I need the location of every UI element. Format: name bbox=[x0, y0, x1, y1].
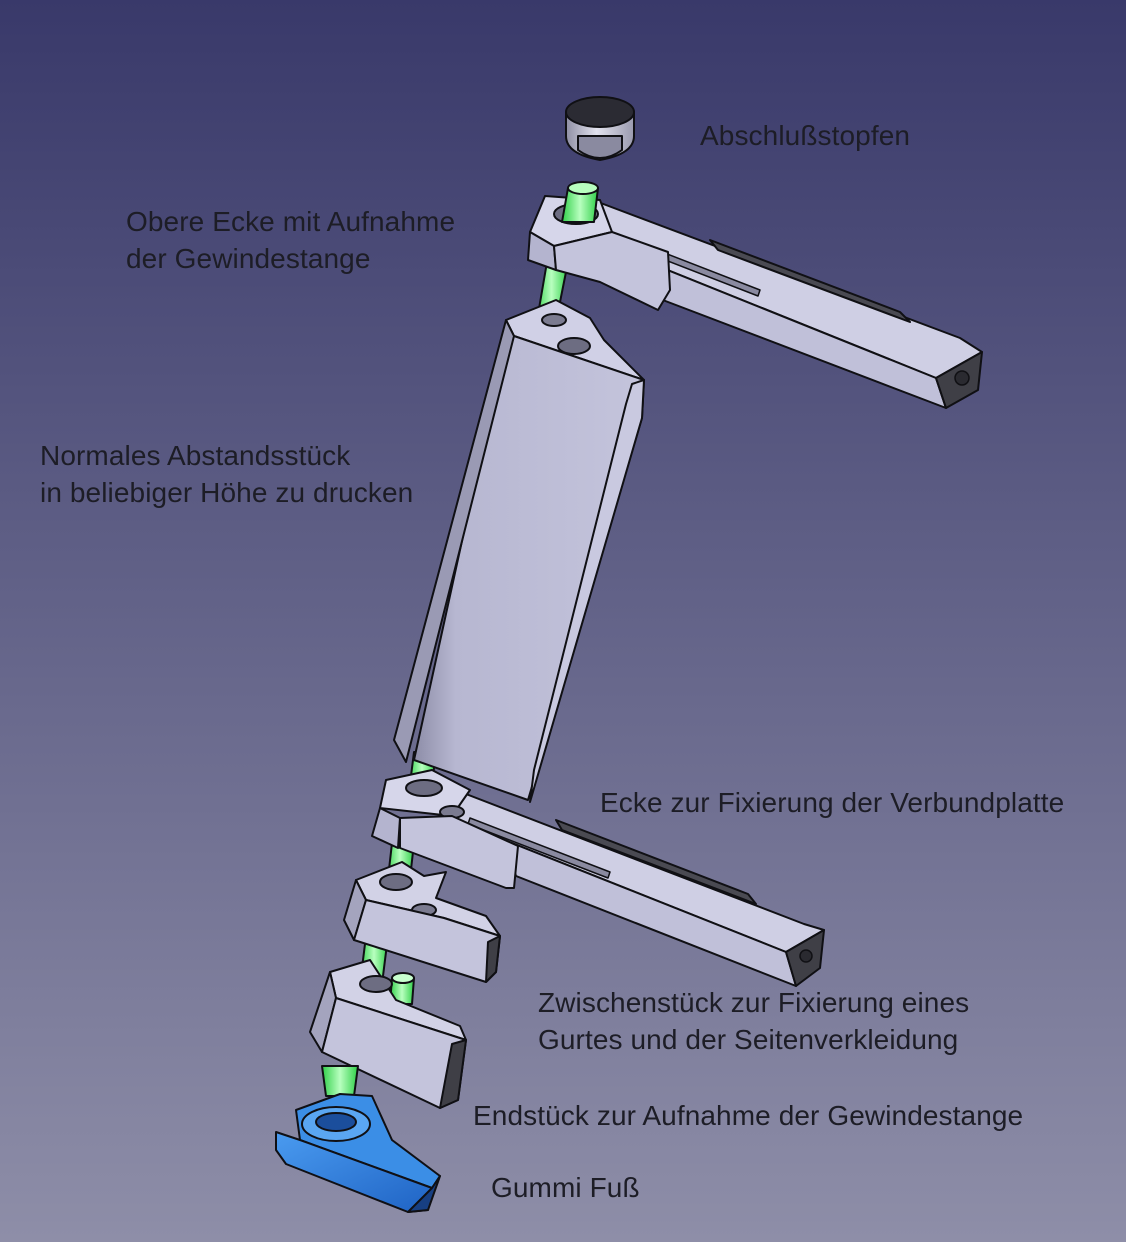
label-top-corner: Obere Ecke mit Aufnahme der Gewindestang… bbox=[126, 203, 455, 277]
label-rubber-foot-text: Gummi Fuß bbox=[491, 1172, 640, 1203]
label-intermediate-line-1: Zwischenstück zur Fixierung eines bbox=[538, 987, 970, 1018]
label-intermediate: Zwischenstück zur Fixierung eines Gurtes… bbox=[538, 984, 969, 1058]
end-piece bbox=[309, 959, 467, 1109]
label-end-piece-text: Endstück zur Aufnahme der Gewindestange bbox=[473, 1100, 1024, 1131]
end-cap bbox=[565, 96, 635, 161]
corner-piece bbox=[371, 769, 825, 987]
label-intermediate-line-2: Gurtes und der Seitenverkleidung bbox=[538, 1024, 959, 1055]
label-end-cap: Abschlußstopfen bbox=[700, 117, 910, 154]
rubber-foot bbox=[275, 1093, 441, 1213]
label-spacer-line-1: Normales Abstandsstück bbox=[40, 440, 351, 471]
label-spacer-line-2: in beliebiger Höhe zu drucken bbox=[40, 477, 414, 508]
label-top-corner-line-2: der Gewindestange bbox=[126, 243, 371, 274]
threaded-rod-top bbox=[561, 181, 599, 223]
label-rubber-foot: Gummi Fuß bbox=[491, 1169, 640, 1206]
label-corner-text: Ecke zur Fixierung der Verbundplatte bbox=[600, 787, 1065, 818]
label-end-piece: Endstück zur Aufnahme der Gewindestange bbox=[473, 1097, 1023, 1134]
label-top-corner-line-1: Obere Ecke mit Aufnahme bbox=[126, 206, 456, 237]
label-corner: Ecke zur Fixierung der Verbundplatte bbox=[600, 784, 1064, 821]
spacer-piece bbox=[393, 299, 645, 803]
top-corner-piece bbox=[527, 195, 983, 409]
intermediate-piece bbox=[343, 861, 501, 983]
label-spacer: Normales Abstandsstück in beliebiger Höh… bbox=[40, 437, 413, 511]
label-end-cap-text: Abschlußstopfen bbox=[700, 120, 911, 151]
